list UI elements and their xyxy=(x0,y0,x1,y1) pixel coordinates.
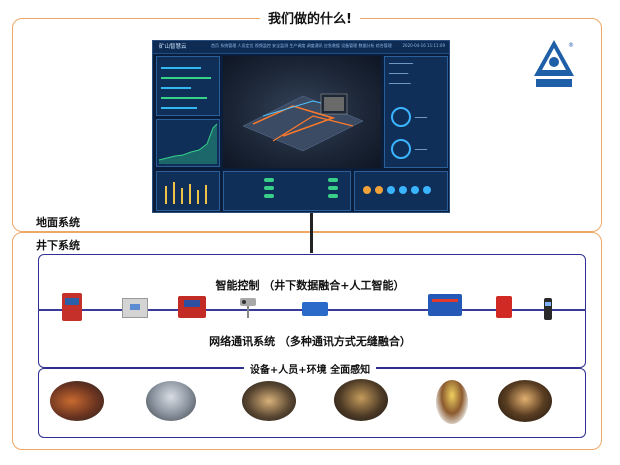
dashboard-time: 2020-04-16 11:11:09 xyxy=(402,43,445,48)
smart-control-heading: 智能控制 （井下数据融合+人工智能） xyxy=(215,279,405,292)
console-box-device xyxy=(62,293,82,321)
mine-headframe-photo xyxy=(146,381,196,421)
underground-system-label: 井下系统 xyxy=(36,239,80,252)
handheld-device xyxy=(544,298,552,320)
tunnel-photo xyxy=(242,381,296,421)
machinery-photo xyxy=(50,381,104,421)
dashboard-header xyxy=(153,41,449,54)
ground-system-label: 地面系统 xyxy=(36,216,80,229)
company-logo: ® xyxy=(534,40,574,87)
dashboard-title: 矿山智慧云 xyxy=(159,44,187,50)
underground-system-frame xyxy=(12,232,602,450)
network-heading: 网络通讯系统 （多种通讯方式无缝融合） xyxy=(209,335,411,348)
tunnel-arch-photo xyxy=(334,379,388,421)
svg-text:®: ® xyxy=(568,42,574,49)
worker-photo xyxy=(436,380,468,424)
dashboard-menu: 首页 系统管理 人员定位 视频监控 安全监测 生产调度 调度通讯 应急救援 设备… xyxy=(211,43,392,48)
monitor-stand xyxy=(310,213,313,253)
left-panel-chart xyxy=(156,119,220,167)
mine-shaft-photo xyxy=(498,380,552,422)
page-title: 我们做的什么! xyxy=(260,12,360,27)
bottom-panel-status xyxy=(354,171,448,211)
sensor-device xyxy=(302,302,328,316)
dashboard-screen: 矿山智慧云 首页 系统管理 人员定位 视频监控 安全监测 生产调度 调度通讯 应… xyxy=(152,40,450,213)
switch-box-device xyxy=(428,294,462,316)
right-panel: ━━━━━━━━━━ ━━━━━━━━ ━━━━━━━━━ ━━━━━ ━━━━… xyxy=(384,56,448,168)
3d-mine-view xyxy=(223,56,381,168)
perception-heading: 设备+人员+环境 全面感知 xyxy=(243,365,377,376)
power-box-device xyxy=(178,296,206,318)
bottom-panel-list xyxy=(223,171,351,211)
camera-device xyxy=(238,294,258,320)
left-panel-top xyxy=(156,56,220,116)
red-box-device xyxy=(496,296,512,318)
bottom-panel-left xyxy=(156,171,220,211)
grey-cabinet-device xyxy=(122,298,148,318)
